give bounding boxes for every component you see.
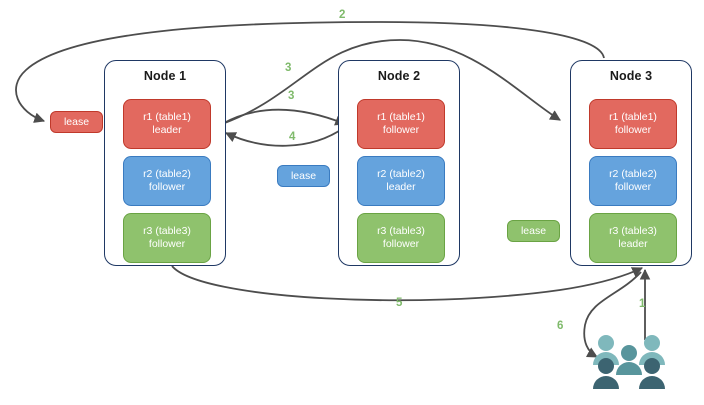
step-label-5: 5 <box>396 297 403 309</box>
lease-badge-table3[interactable]: lease <box>507 220 560 242</box>
replica-n2-r1[interactable]: r1 (table1) follower <box>357 99 445 149</box>
replica-n1-r1[interactable]: r1 (table1) leader <box>123 99 211 149</box>
replica-n3-r2[interactable]: r2 (table2) follower <box>589 156 677 206</box>
replica-line1: r2 (table2) <box>609 168 657 180</box>
node-box-node-2[interactable]: Node 2 r1 (table1) follower r2 (table2) … <box>338 60 460 266</box>
edge-5-path <box>171 265 643 302</box>
replica-line1: r1 (table1) <box>609 111 657 123</box>
node-title: Node 1 <box>143 69 187 83</box>
replica-line2: follower <box>614 124 652 136</box>
lease-badge-table2[interactable]: lease <box>277 165 330 187</box>
people-group-icon <box>593 335 665 389</box>
step-label-3a: 3 <box>285 62 292 74</box>
replica-line1: r3 (table3) <box>609 225 657 237</box>
node-box-node-3[interactable]: Node 3 r1 (table1) follower r2 (table2) … <box>570 60 692 266</box>
replica-line2: follower <box>382 124 420 136</box>
node-title: Node 2 <box>377 69 421 83</box>
edge-3-short-path <box>221 108 347 126</box>
step-label-6: 6 <box>557 320 564 332</box>
lease-label: lease <box>290 170 317 182</box>
replica-line1: r1 (table1) <box>143 111 191 123</box>
lease-label: lease <box>63 116 90 128</box>
lease-label: lease <box>520 225 547 237</box>
replica-line2: follower <box>148 181 186 193</box>
replica-line2: follower <box>148 238 186 250</box>
step-label-4: 4 <box>289 131 296 143</box>
replica-line2: leader <box>386 181 416 193</box>
replica-n3-r3[interactable]: r3 (table3) leader <box>589 213 677 263</box>
replica-line1: r2 (table2) <box>377 168 425 180</box>
replica-n2-r2[interactable]: r2 (table2) leader <box>357 156 445 206</box>
replica-n3-r1[interactable]: r1 (table1) follower <box>589 99 677 149</box>
step-label-2: 2 <box>339 9 346 21</box>
node-box-node-1[interactable]: Node 1 r1 (table1) leader r2 (table2) fo… <box>104 60 226 266</box>
replica-line2: leader <box>152 124 182 136</box>
replica-line2: follower <box>382 238 420 250</box>
replica-n1-r3[interactable]: r3 (table3) follower <box>123 213 211 263</box>
lease-badge-table1[interactable]: lease <box>50 111 103 133</box>
replica-line1: r3 (table3) <box>143 225 191 237</box>
replica-line2: follower <box>614 181 652 193</box>
replica-n2-r3[interactable]: r3 (table3) follower <box>357 213 445 263</box>
node-title: Node 3 <box>609 69 653 83</box>
replica-n1-r2[interactable]: r2 (table2) follower <box>123 156 211 206</box>
edge-4-path <box>225 126 346 147</box>
step-label-3b: 3 <box>288 90 295 102</box>
step-label-1: 1 <box>639 298 646 310</box>
replica-line2: leader <box>618 238 648 250</box>
replica-line1: r3 (table3) <box>377 225 425 237</box>
replica-line1: r1 (table1) <box>377 111 425 123</box>
replica-line1: r2 (table2) <box>143 168 191 180</box>
